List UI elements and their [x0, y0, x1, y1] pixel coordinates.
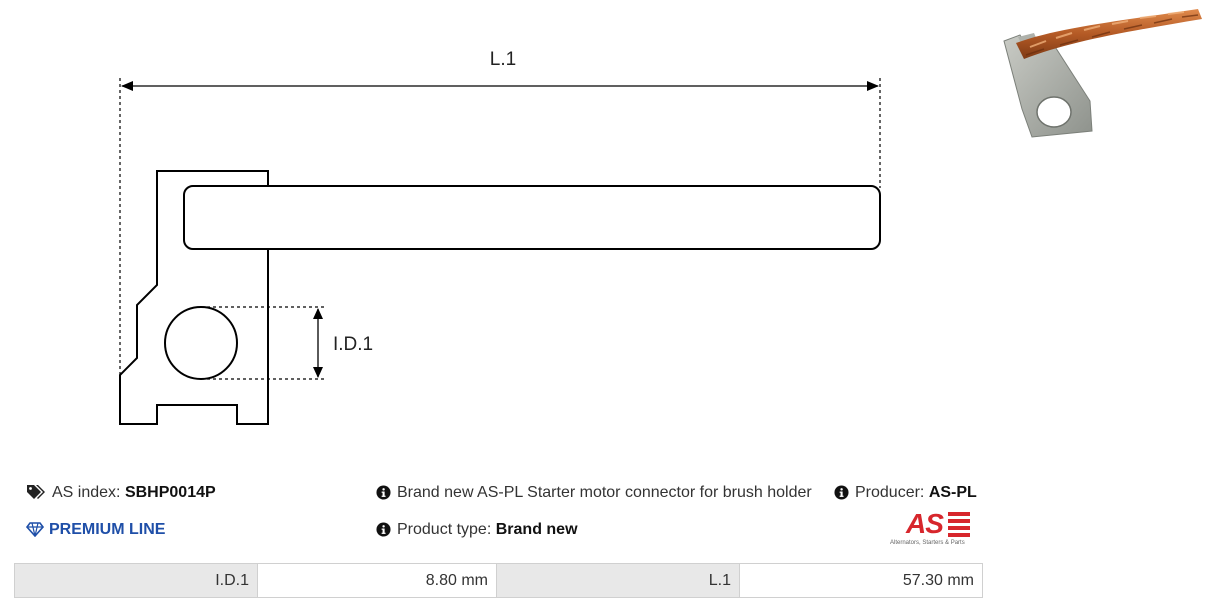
- info-icon: [834, 485, 849, 500]
- producer-label: Producer:: [855, 484, 925, 501]
- as-index: AS index: SBHP0014P: [26, 484, 216, 502]
- table-row: I.D.1 8.80 mm L.1 57.30 mm: [14, 563, 983, 598]
- producer-value: AS-PL: [928, 484, 977, 501]
- l1-arrow-left: [121, 81, 133, 91]
- technical-drawing: L.1 I.D.1: [119, 49, 881, 425]
- spec-table: I.D.1 8.80 mm L.1 57.30 mm: [14, 563, 983, 598]
- spec-value-id1: 8.80 mm: [257, 563, 497, 598]
- info-icon: [376, 522, 391, 537]
- l1-label: L.1: [490, 49, 516, 70]
- l1-arrow-right: [867, 81, 879, 91]
- braid-outline: [183, 185, 881, 250]
- as-index-value: SBHP0014P: [124, 484, 216, 501]
- description-text: Brand new AS-PL Starter motor connector …: [397, 484, 812, 501]
- terminal-plate-outline: [119, 170, 269, 425]
- product-description: Brand new AS-PL Starter motor connector …: [376, 484, 833, 502]
- logo-tagline: Alternators, Starters & Parts: [890, 540, 965, 546]
- spec-label-l1: L.1: [496, 563, 740, 598]
- as-index-label: AS index:: [52, 484, 121, 501]
- product-type-value: Brand new: [495, 521, 578, 538]
- tags-icon: [27, 485, 45, 499]
- product-photo: [1003, 9, 1202, 138]
- id1-label: I.D.1: [333, 334, 373, 355]
- product-type: Product type: Brand new: [376, 521, 578, 539]
- premium-line-text: PREMIUM LINE: [49, 521, 166, 538]
- spec-value-l1: 57.30 mm: [739, 563, 983, 598]
- premium-line-badge: PREMIUM LINE: [26, 521, 165, 539]
- spec-label-id1: I.D.1: [14, 563, 258, 598]
- id1-arrow-bottom: [313, 367, 323, 378]
- id1-arrow-top: [313, 308, 323, 319]
- info-icon: [376, 485, 391, 500]
- product-type-label: Product type:: [397, 521, 492, 538]
- mounting-hole: [164, 306, 238, 380]
- logo-text: AS: [906, 508, 944, 539]
- logo-stripes-icon: [948, 512, 970, 537]
- producer: Producer: AS-PL: [834, 484, 977, 502]
- diamond-icon: [26, 522, 44, 537]
- as-pl-logo: AS Alternators, Starters & Parts: [888, 508, 984, 550]
